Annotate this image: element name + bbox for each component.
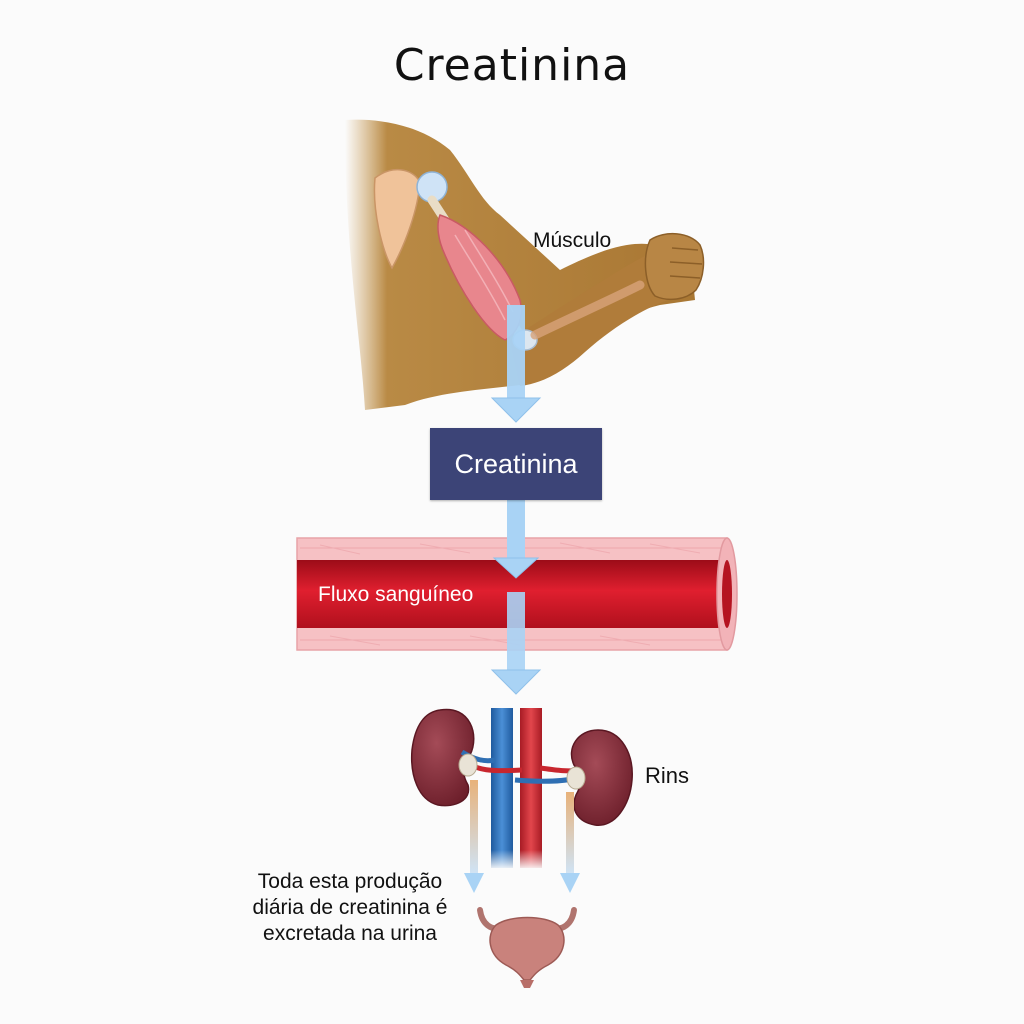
creatinine-box: Creatinina <box>430 428 602 500</box>
note-line: excretada na urina <box>263 922 437 945</box>
excretion-note: Toda esta produção diária de creatinina … <box>230 869 470 947</box>
note-line: Toda esta produção <box>257 870 443 893</box>
arrow-blood-to-kidneys <box>490 592 542 695</box>
note-line: diária de creatinina é <box>252 896 448 919</box>
arrow-box-to-blood <box>492 500 540 579</box>
flexed-arm-icon <box>345 119 705 410</box>
blood-flow-label: Fluxo sanguíneo <box>318 583 474 606</box>
page-title: Creatinina <box>393 40 631 91</box>
muscle-label: Músculo <box>533 229 612 252</box>
kidneys-icon <box>410 708 633 893</box>
bladder-icon <box>477 907 577 988</box>
kidneys-label: Rins <box>645 763 690 788</box>
arrow-muscle-to-box <box>490 305 542 423</box>
